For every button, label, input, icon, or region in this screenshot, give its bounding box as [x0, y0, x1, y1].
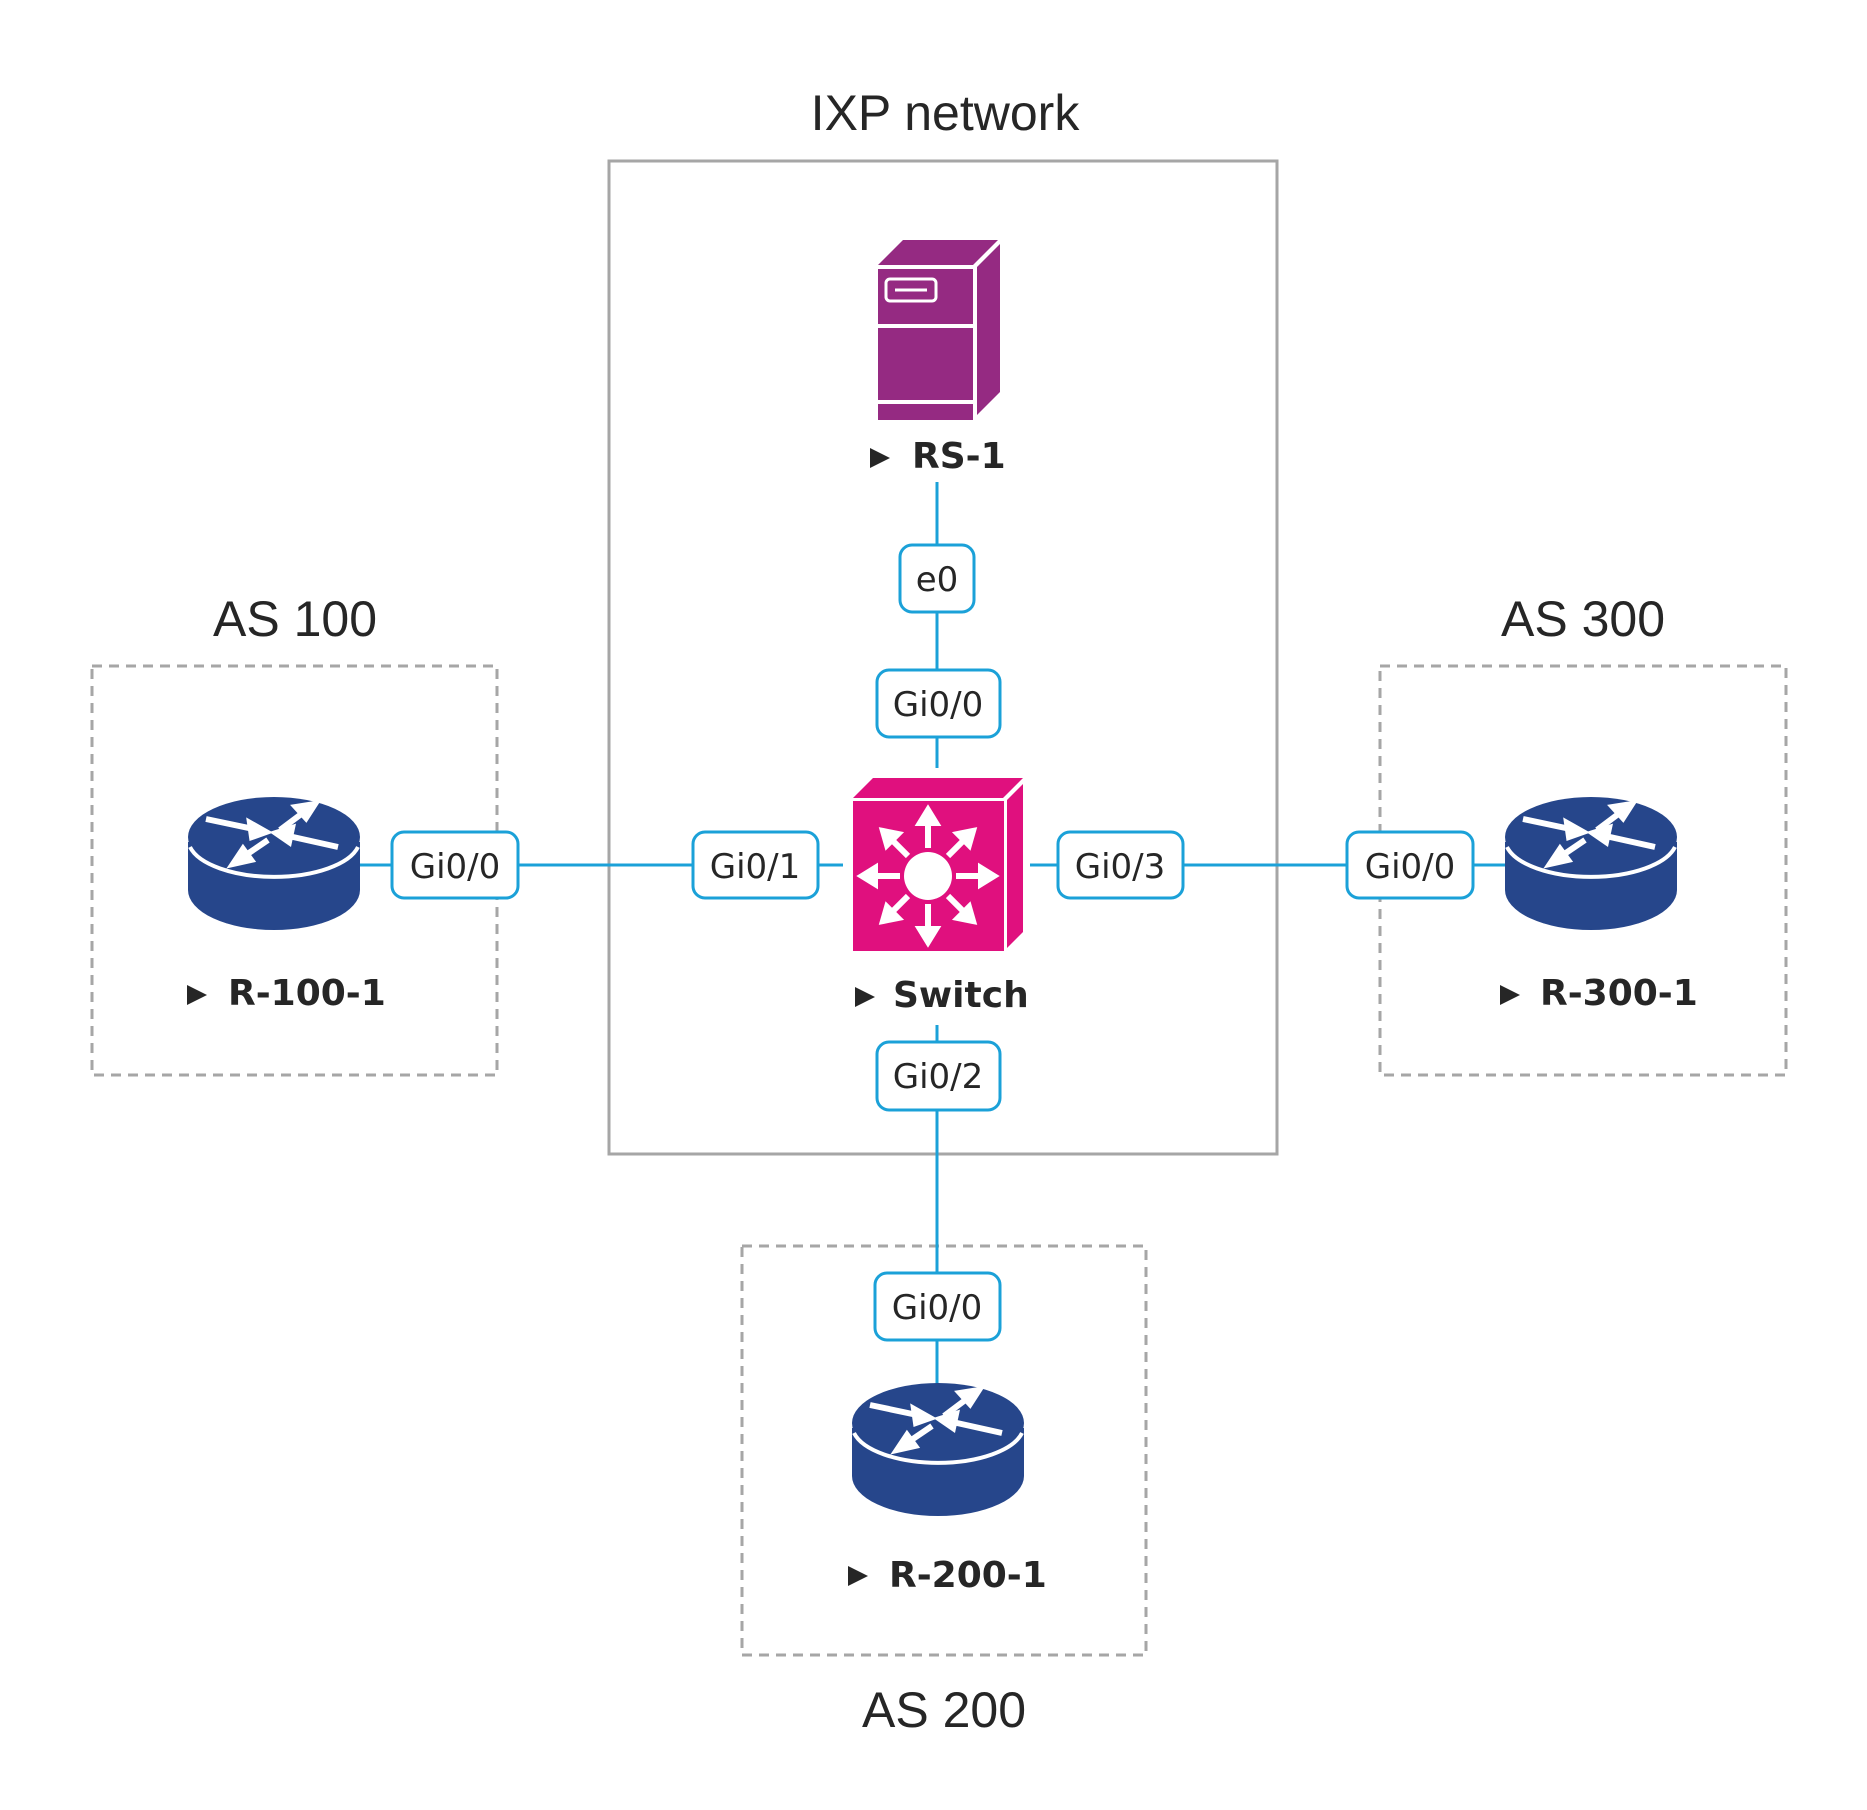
expand-triangle-icon[interactable] [1500, 985, 1520, 1005]
port-box [875, 668, 1002, 739]
expand-triangle-icon[interactable] [848, 1566, 868, 1586]
port-switch-gi0-1[interactable]: Gi0/1 [691, 830, 820, 900]
port-label: Gi0/1 [710, 847, 801, 887]
port-rs1-e0[interactable]: e0 [898, 543, 976, 614]
port-r300-gi0-0[interactable]: Gi0/0 [1345, 830, 1475, 900]
port-label: Gi0/3 [1075, 847, 1166, 887]
port-switch-gi0-0[interactable]: Gi0/0 [875, 668, 1002, 739]
port-box [390, 830, 520, 900]
port-r100-gi0-0[interactable]: Gi0/0 [390, 830, 520, 900]
port-label: Gi0/2 [893, 1057, 984, 1097]
router-icon [188, 797, 360, 930]
port-r200-gi0-0[interactable]: Gi0/0 [873, 1271, 1002, 1342]
port-box [873, 1271, 1002, 1342]
port-switch-gi0-2[interactable]: Gi0/2 [875, 1040, 1002, 1112]
port-box [1056, 830, 1185, 900]
port-box [691, 830, 820, 900]
port-label: Gi0/0 [1365, 847, 1456, 887]
port-label: Gi0/0 [410, 847, 501, 887]
multilayer-switch-icon [853, 778, 1023, 951]
switch-label: Switch [893, 975, 1029, 1016]
expand-triangle-icon[interactable] [187, 985, 207, 1005]
as200-title: AS 200 [862, 1682, 1026, 1738]
ixp-network-frame [607, 159, 1279, 1156]
port-label: Gi0/0 [893, 685, 984, 725]
server-icon [878, 240, 1000, 420]
node-r100-1[interactable]: R-100-1 [187, 797, 386, 1014]
node-r300-1[interactable]: R-300-1 [1500, 797, 1698, 1014]
node-switch[interactable]: Switch [853, 778, 1029, 1016]
port-switch-gi0-3[interactable]: Gi0/3 [1056, 830, 1185, 900]
as300-title: AS 300 [1501, 591, 1665, 647]
expand-triangle-icon[interactable] [855, 987, 875, 1007]
ixp-network-title: IXP network [811, 85, 1081, 141]
router-icon [1505, 797, 1677, 930]
r200-label: R-200-1 [889, 1555, 1047, 1596]
port-box [1345, 830, 1475, 900]
port-label: Gi0/0 [892, 1288, 983, 1328]
r100-label: R-100-1 [228, 973, 386, 1014]
port-box [875, 1040, 1002, 1112]
port-label: e0 [916, 560, 959, 600]
node-r200-1[interactable]: R-200-1 [848, 1383, 1047, 1596]
node-rs1[interactable]: RS-1 [870, 240, 1006, 477]
expand-triangle-icon[interactable] [870, 448, 890, 468]
as100-title: AS 100 [213, 591, 377, 647]
r300-label: R-300-1 [1540, 973, 1698, 1014]
router-icon [852, 1383, 1024, 1516]
rs1-label: RS-1 [912, 436, 1006, 477]
port-box [898, 543, 976, 614]
